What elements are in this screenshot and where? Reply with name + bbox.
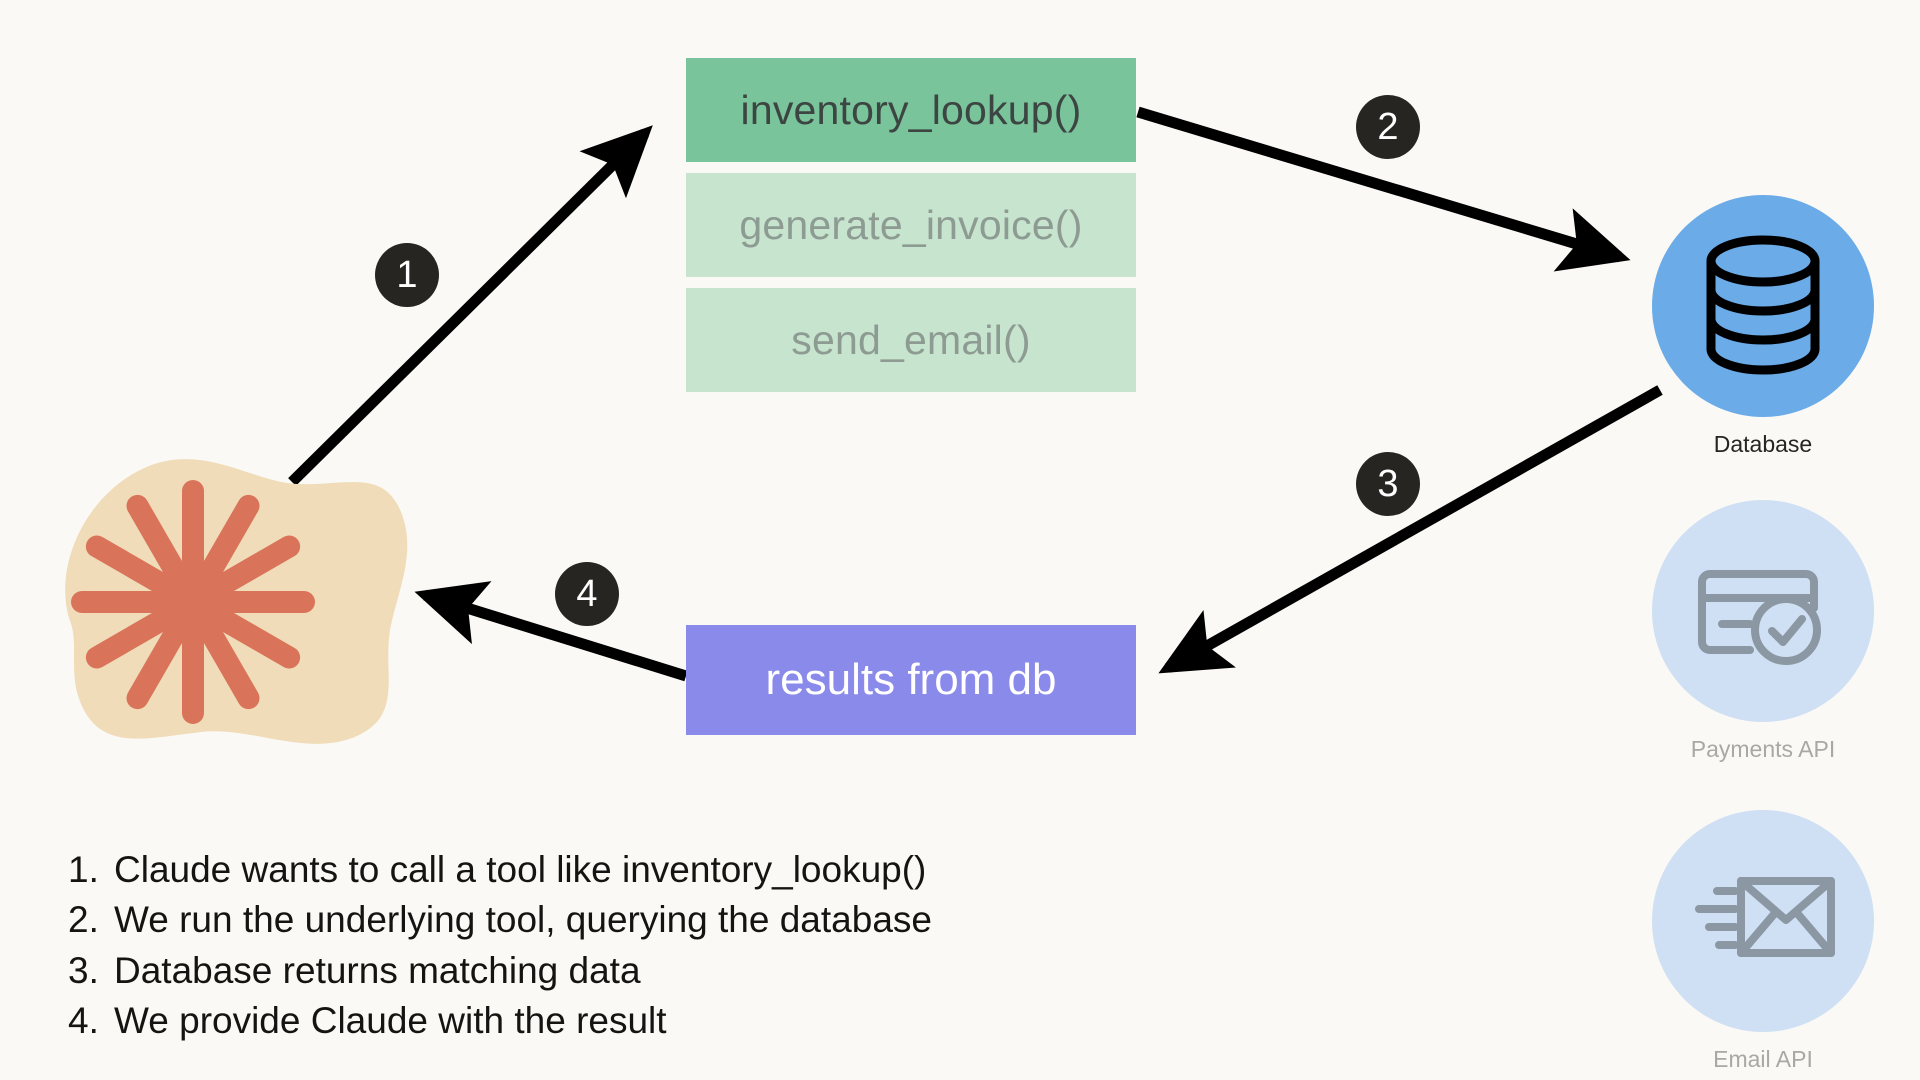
claude-agent-node[interactable] — [45, 450, 415, 750]
step-number: 4. — [68, 999, 99, 1041]
step-number: 1. — [68, 849, 99, 890]
step-badge-2: 2 — [1356, 95, 1420, 159]
step-badge-3: 3 — [1356, 452, 1420, 516]
step-text: Claude wants to call a tool like invento… — [114, 849, 927, 890]
service-node-payments-api[interactable]: Payments API — [1648, 500, 1878, 763]
tool-list: inventory_lookup() generate_invoice() se… — [686, 58, 1136, 403]
tool-item-send-email[interactable]: send_email() — [686, 288, 1136, 392]
tool-item-generate-invoice[interactable]: generate_invoice() — [686, 173, 1136, 277]
service-label-email-api: Email API — [1713, 1046, 1813, 1072]
service-label-database: Database — [1713, 431, 1813, 457]
results-label: results from db — [765, 655, 1057, 704]
step-badge-label: 4 — [576, 573, 598, 615]
service-node-database[interactable]: Database — [1648, 195, 1878, 458]
step-list: 1. Claude wants to call a tool like inve… — [68, 845, 1168, 1046]
step-number: 2. — [68, 899, 99, 941]
arrow-step-4 — [414, 581, 688, 682]
database-icon — [1706, 235, 1820, 375]
credit-card-check-icon — [1698, 570, 1821, 665]
step-list-item: 1. Claude wants to call a tool like inve… — [68, 845, 1168, 895]
tool-label: inventory_lookup() — [740, 86, 1082, 133]
service-icon-wrapper — [1652, 810, 1874, 1032]
step-list-item: 3. Database returns matching data — [68, 946, 1168, 996]
step-badge-label: 2 — [1377, 106, 1399, 148]
service-node-email-api[interactable]: Email API — [1648, 810, 1878, 1073]
arrow-step-3 — [1158, 385, 1663, 674]
step-list-item: 4. We provide Claude with the result — [68, 996, 1168, 1046]
service-icon-wrapper — [1652, 500, 1874, 722]
envelope-send-icon — [1695, 877, 1835, 957]
claude-logo-icon — [65, 459, 408, 744]
service-label-payments-api: Payments API — [1690, 736, 1836, 762]
service-icon-wrapper — [1652, 195, 1874, 417]
results-from-db-box[interactable]: results from db — [686, 625, 1136, 735]
arrow-step-1 — [288, 125, 653, 486]
step-list-item: 2. We run the underlying tool, querying … — [68, 895, 1168, 945]
tool-item-inventory-lookup[interactable]: inventory_lookup() — [686, 58, 1136, 162]
step-badge-label: 1 — [396, 254, 418, 296]
tool-label: send_email() — [791, 316, 1031, 363]
step-badge-4: 4 — [555, 562, 619, 626]
step-text: We provide Claude with the result — [114, 999, 667, 1041]
step-text: Database returns matching data — [114, 949, 641, 991]
tool-label: generate_invoice() — [739, 201, 1083, 248]
step-number: 3. — [68, 949, 99, 991]
step-badge-label: 3 — [1377, 463, 1399, 505]
step-badge-1: 1 — [375, 243, 439, 307]
step-text: We run the underlying tool, querying the… — [114, 899, 932, 941]
